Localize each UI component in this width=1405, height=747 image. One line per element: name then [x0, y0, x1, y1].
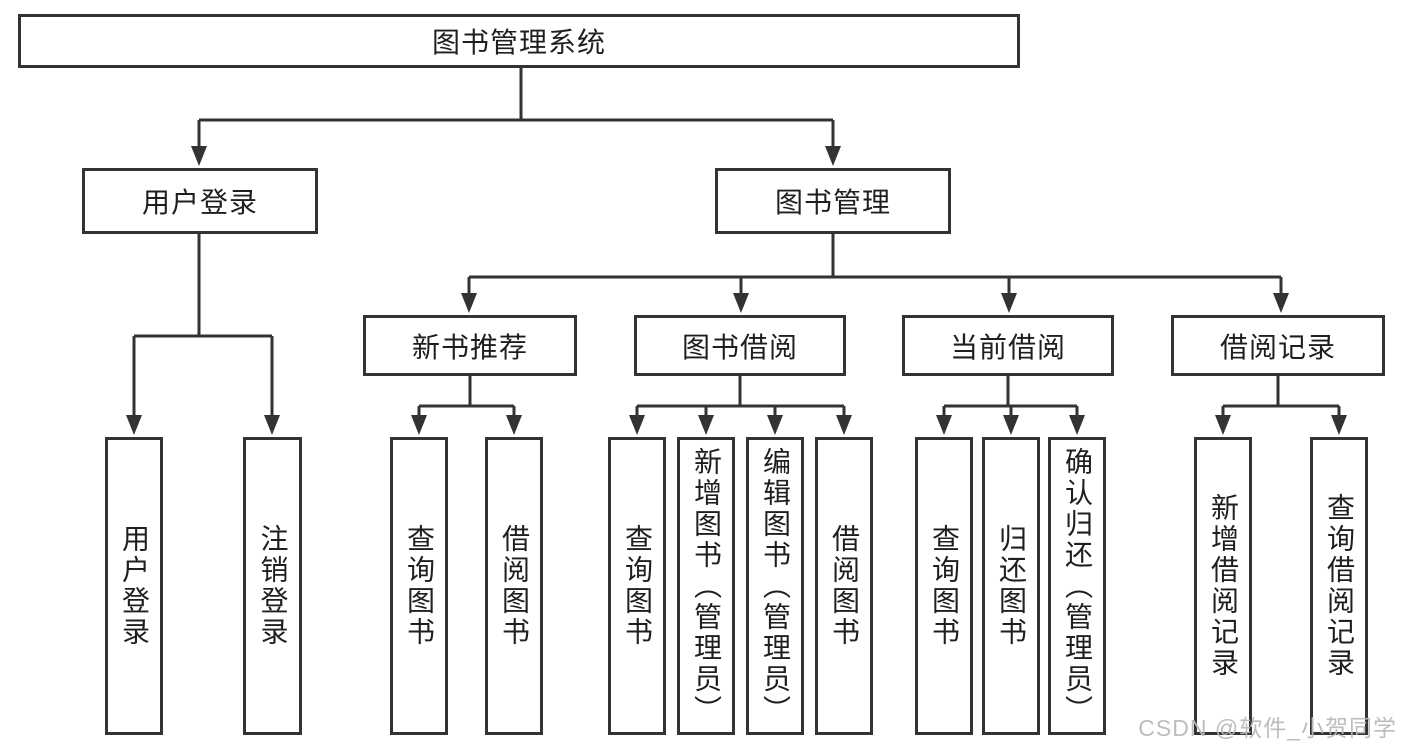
leaf-return-books: 归还图书 [982, 437, 1040, 735]
node-current-borrowing: 当前借阅 [902, 315, 1114, 376]
node-user-login-label: 用户登录 [141, 187, 258, 218]
leaf-borrow-books-label: 借阅图书 [829, 524, 860, 648]
leaf-query-books-borrowing-label: 查询图书 [622, 524, 653, 648]
node-current-borrowing-label: 当前借阅 [949, 331, 1066, 363]
leaf-edit-book-admin-label: 编辑图书（管理员） [760, 446, 791, 726]
leaf-user-login-label: 用户登录 [119, 524, 150, 648]
node-book-management: 图书管理 [715, 168, 951, 234]
leaf-query-borrow-record-label: 查询借阅记录 [1324, 493, 1355, 679]
leaf-logout: 注销登录 [243, 437, 302, 735]
leaf-query-books-recommend: 查询图书 [390, 437, 448, 735]
leaf-query-books-borrowing: 查询图书 [608, 437, 666, 735]
leaf-query-books-current-label: 查询图书 [929, 524, 960, 648]
node-user-login: 用户登录 [82, 168, 318, 234]
node-new-book-recommendation-label: 新书推荐 [411, 331, 528, 363]
leaf-borrow-books-recommend: 借阅图书 [485, 437, 543, 735]
leaf-confirm-return-admin-label: 确认归还（管理员） [1062, 446, 1093, 726]
node-book-borrowing-label: 图书借阅 [681, 331, 798, 363]
node-book-management-label: 图书管理 [774, 187, 891, 218]
leaf-user-login: 用户登录 [105, 437, 163, 735]
leaf-borrow-books: 借阅图书 [815, 437, 873, 735]
leaf-query-borrow-record: 查询借阅记录 [1310, 437, 1368, 735]
leaf-query-books-recommend-label: 查询图书 [404, 524, 435, 648]
leaf-add-borrow-record-label: 新增借阅记录 [1208, 493, 1239, 679]
node-library-system-label: 图书管理系统 [431, 27, 606, 58]
leaf-query-books-current: 查询图书 [915, 437, 973, 735]
leaf-add-book-admin: 新增图书（管理员） [677, 437, 735, 735]
leaf-edit-book-admin: 编辑图书（管理员） [746, 437, 804, 735]
leaf-confirm-return-admin: 确认归还（管理员） [1048, 437, 1106, 735]
node-borrowing-records: 借阅记录 [1171, 315, 1385, 376]
node-book-borrowing: 图书借阅 [634, 315, 846, 376]
leaf-logout-label: 注销登录 [257, 524, 289, 648]
node-new-book-recommendation: 新书推荐 [363, 315, 577, 376]
leaf-add-book-admin-label: 新增图书（管理员） [691, 446, 722, 726]
node-library-system: 图书管理系统 [18, 14, 1020, 68]
leaf-add-borrow-record: 新增借阅记录 [1194, 437, 1252, 735]
leaf-borrow-books-recommend-label: 借阅图书 [499, 524, 530, 648]
node-borrowing-records-label: 借阅记录 [1219, 331, 1336, 363]
watermark: CSDN @软件_小贺同学 [1138, 715, 1397, 741]
leaf-return-books-label: 归还图书 [996, 524, 1027, 648]
